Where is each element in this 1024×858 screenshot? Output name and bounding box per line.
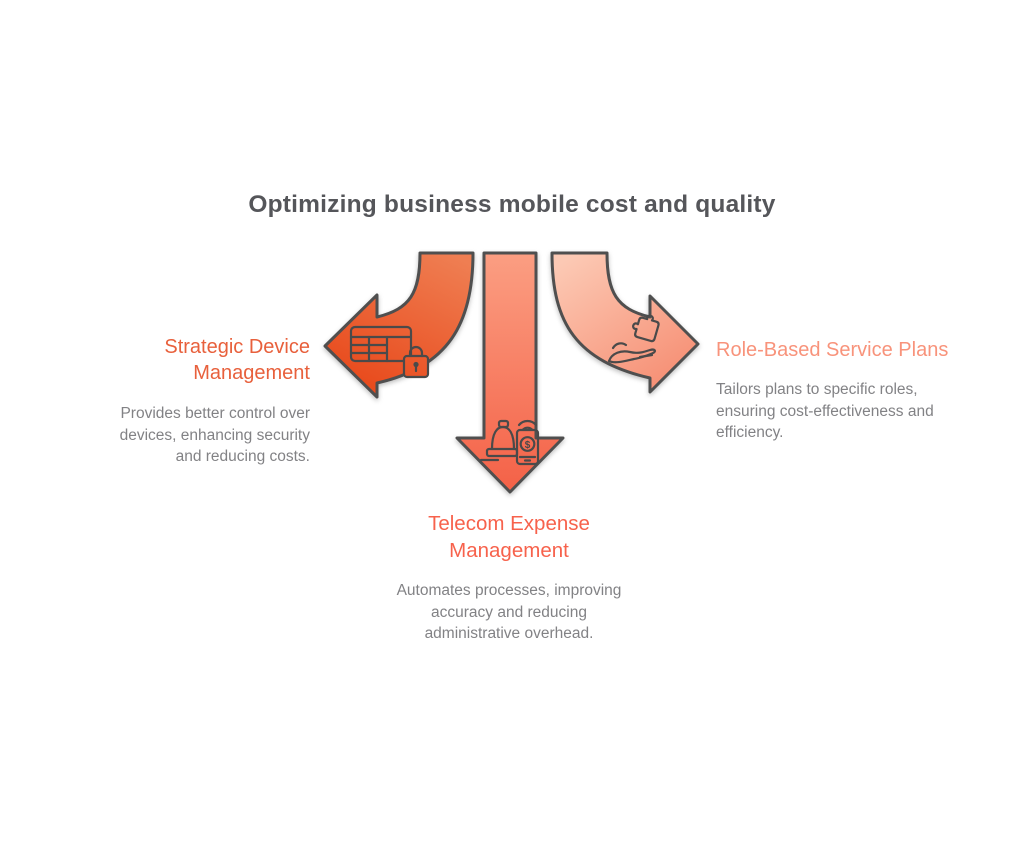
table-lock-icon [349,325,430,379]
item-heading: Telecom Expense Management [428,512,590,562]
dollar-glyph: $ [525,440,531,451]
down-arrow [455,251,565,494]
item-description: Provides better control over devices, en… [119,405,310,465]
item-description: Automates processes, improving accuracy … [396,582,622,642]
item-telecom-expense-management: Telecom Expense Management Automates pro… [359,510,659,645]
item-strategic-device-management: Strategic Device Management Provides bet… [10,334,310,468]
right-curved-arrow [550,251,700,394]
cash-register-smartphone-icon: $ [479,419,540,466]
left-curved-arrow [323,251,475,399]
item-description: Tailors plans to specific roles, ensurin… [716,381,934,441]
page-title: Optimizing business mobile cost and qual… [248,191,776,218]
item-heading: Strategic Device Management [164,336,310,384]
item-role-based-service-plans: Role-Based Service Plans Tailors plans t… [716,337,996,444]
hand-puzzle-icon [607,314,660,364]
item-heading: Role-Based Service Plans [716,339,949,361]
